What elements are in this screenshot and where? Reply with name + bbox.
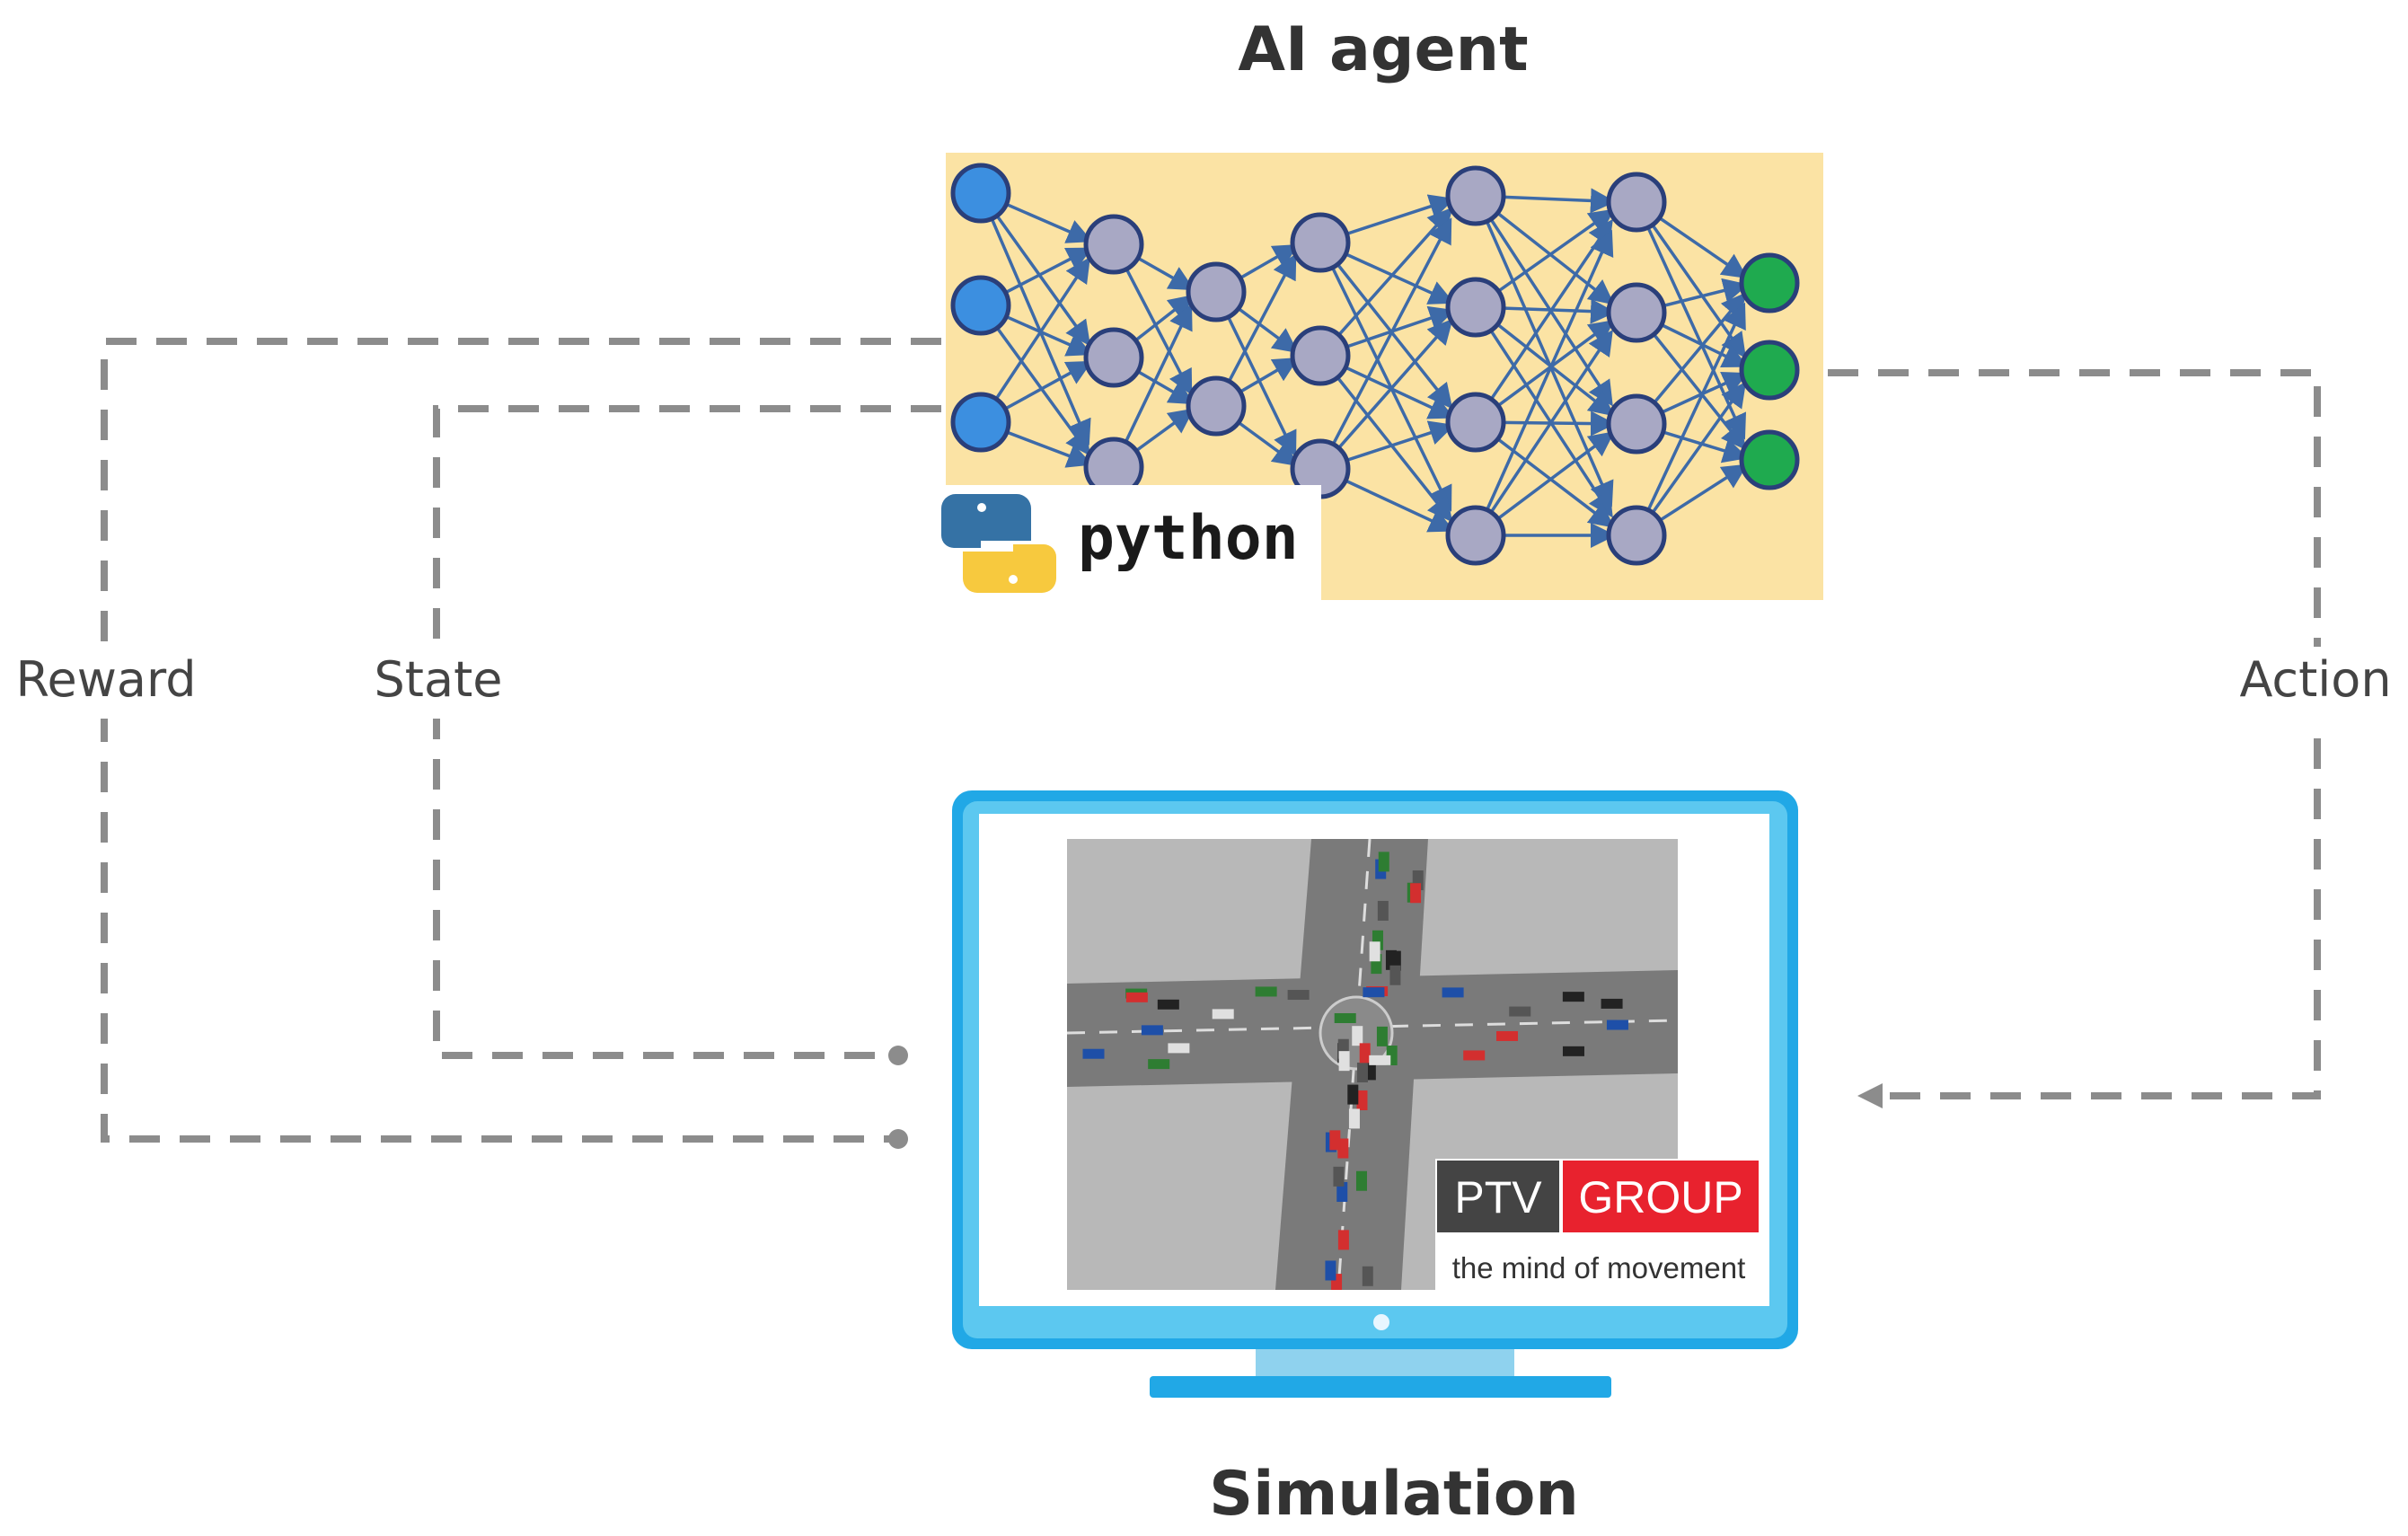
action-label: Action bbox=[2239, 651, 2391, 708]
vehicle bbox=[1369, 941, 1380, 962]
hidden-node bbox=[1606, 393, 1667, 455]
vehicle bbox=[1168, 1043, 1190, 1054]
vehicle bbox=[1376, 1026, 1388, 1046]
vehicle bbox=[1212, 1009, 1234, 1020]
vehicle bbox=[1463, 1050, 1486, 1061]
hidden-node bbox=[1083, 327, 1144, 388]
vehicle bbox=[1334, 1012, 1356, 1023]
hidden-node bbox=[1445, 392, 1506, 453]
vehicle bbox=[1601, 998, 1623, 1009]
vehicle bbox=[1148, 1059, 1170, 1070]
vehicle bbox=[1082, 1048, 1105, 1059]
vehicle bbox=[1141, 1025, 1163, 1036]
network-edge bbox=[979, 192, 1091, 446]
hidden-node bbox=[1290, 212, 1351, 273]
network-edge bbox=[1319, 318, 1453, 471]
output-node bbox=[1739, 252, 1800, 313]
vehicle bbox=[1329, 1130, 1341, 1151]
vehicle bbox=[1606, 1020, 1628, 1030]
vehicle bbox=[1378, 852, 1389, 872]
python-snake-icon bbox=[941, 494, 1056, 593]
vehicle bbox=[1410, 883, 1422, 904]
network-edge bbox=[979, 191, 1091, 347]
output-node bbox=[1739, 340, 1800, 401]
ptv-tagline: the mind of movement bbox=[1452, 1251, 1746, 1284]
vehicle bbox=[1442, 987, 1464, 998]
input-node bbox=[950, 275, 1011, 336]
vehicle bbox=[1359, 1043, 1371, 1064]
hidden-node bbox=[1606, 505, 1667, 566]
vehicle bbox=[1509, 1006, 1531, 1017]
vehicle bbox=[1355, 1170, 1367, 1191]
vehicle bbox=[1157, 999, 1179, 1010]
network-edge bbox=[1319, 207, 1453, 358]
simulation-title: Simulation bbox=[1209, 1459, 1579, 1530]
vehicle bbox=[1369, 1055, 1391, 1065]
vehicle bbox=[1338, 1051, 1350, 1072]
vehicle bbox=[1333, 1166, 1345, 1187]
vehicle bbox=[1352, 1026, 1363, 1046]
vehicle bbox=[1348, 1108, 1360, 1129]
vehicle bbox=[1363, 987, 1385, 998]
reward-line bbox=[101, 338, 941, 1149]
network-edge bbox=[1319, 241, 1453, 410]
vehicle bbox=[1362, 1266, 1373, 1286]
vehicle bbox=[1337, 1230, 1349, 1250]
vehicle bbox=[1356, 1090, 1368, 1110]
network-edge bbox=[1319, 217, 1452, 470]
python-logo: python bbox=[941, 485, 1321, 600]
network-edge bbox=[979, 256, 1090, 423]
hidden-node bbox=[1186, 375, 1247, 437]
hidden-node bbox=[1445, 165, 1506, 226]
hidden-node bbox=[1083, 214, 1144, 275]
agent-title: AI agent bbox=[1238, 14, 1528, 85]
vehicle bbox=[1325, 1260, 1336, 1281]
vehicle bbox=[1125, 992, 1148, 1002]
vehicle bbox=[1336, 1181, 1348, 1202]
hidden-node bbox=[1606, 172, 1667, 233]
vehicle bbox=[1287, 990, 1310, 1001]
network-nodes bbox=[950, 163, 1800, 566]
network-edge bbox=[1474, 218, 1613, 423]
network-edge bbox=[1635, 381, 1747, 537]
network-edge bbox=[1474, 306, 1613, 518]
vehicle bbox=[1496, 1030, 1519, 1041]
hidden-node bbox=[1606, 282, 1667, 343]
vehicle bbox=[1389, 965, 1401, 985]
vehicle bbox=[1562, 992, 1584, 1002]
vehicle bbox=[1562, 1046, 1584, 1056]
traffic-intersection-image bbox=[1067, 839, 1678, 1290]
network-edge bbox=[1474, 329, 1613, 536]
python-logo-text: python bbox=[1078, 503, 1299, 574]
hidden-node bbox=[1186, 261, 1247, 322]
hidden-node bbox=[1445, 277, 1506, 338]
network-edge bbox=[1319, 354, 1453, 523]
state-label: State bbox=[375, 651, 503, 708]
network-edge bbox=[1474, 229, 1614, 536]
reward-label: Reward bbox=[15, 651, 196, 708]
hidden-node bbox=[1290, 325, 1351, 386]
action-line bbox=[1828, 369, 2321, 1108]
vehicle bbox=[1347, 1084, 1359, 1105]
network-edge bbox=[1319, 242, 1452, 512]
group-text: GROUP bbox=[1578, 1172, 1742, 1223]
ptv-text: PTV bbox=[1454, 1172, 1542, 1223]
network-edge bbox=[1635, 302, 1746, 536]
state-line bbox=[433, 405, 941, 1065]
vehicle bbox=[1377, 900, 1389, 921]
ptv-group-logo: PTV GROUP the mind of movement bbox=[1435, 1159, 1762, 1295]
input-node bbox=[950, 163, 1011, 224]
output-node bbox=[1739, 429, 1800, 490]
vehicle bbox=[1356, 1062, 1368, 1082]
input-node bbox=[950, 392, 1011, 453]
hidden-node bbox=[1445, 505, 1506, 566]
vehicle bbox=[1255, 986, 1277, 997]
